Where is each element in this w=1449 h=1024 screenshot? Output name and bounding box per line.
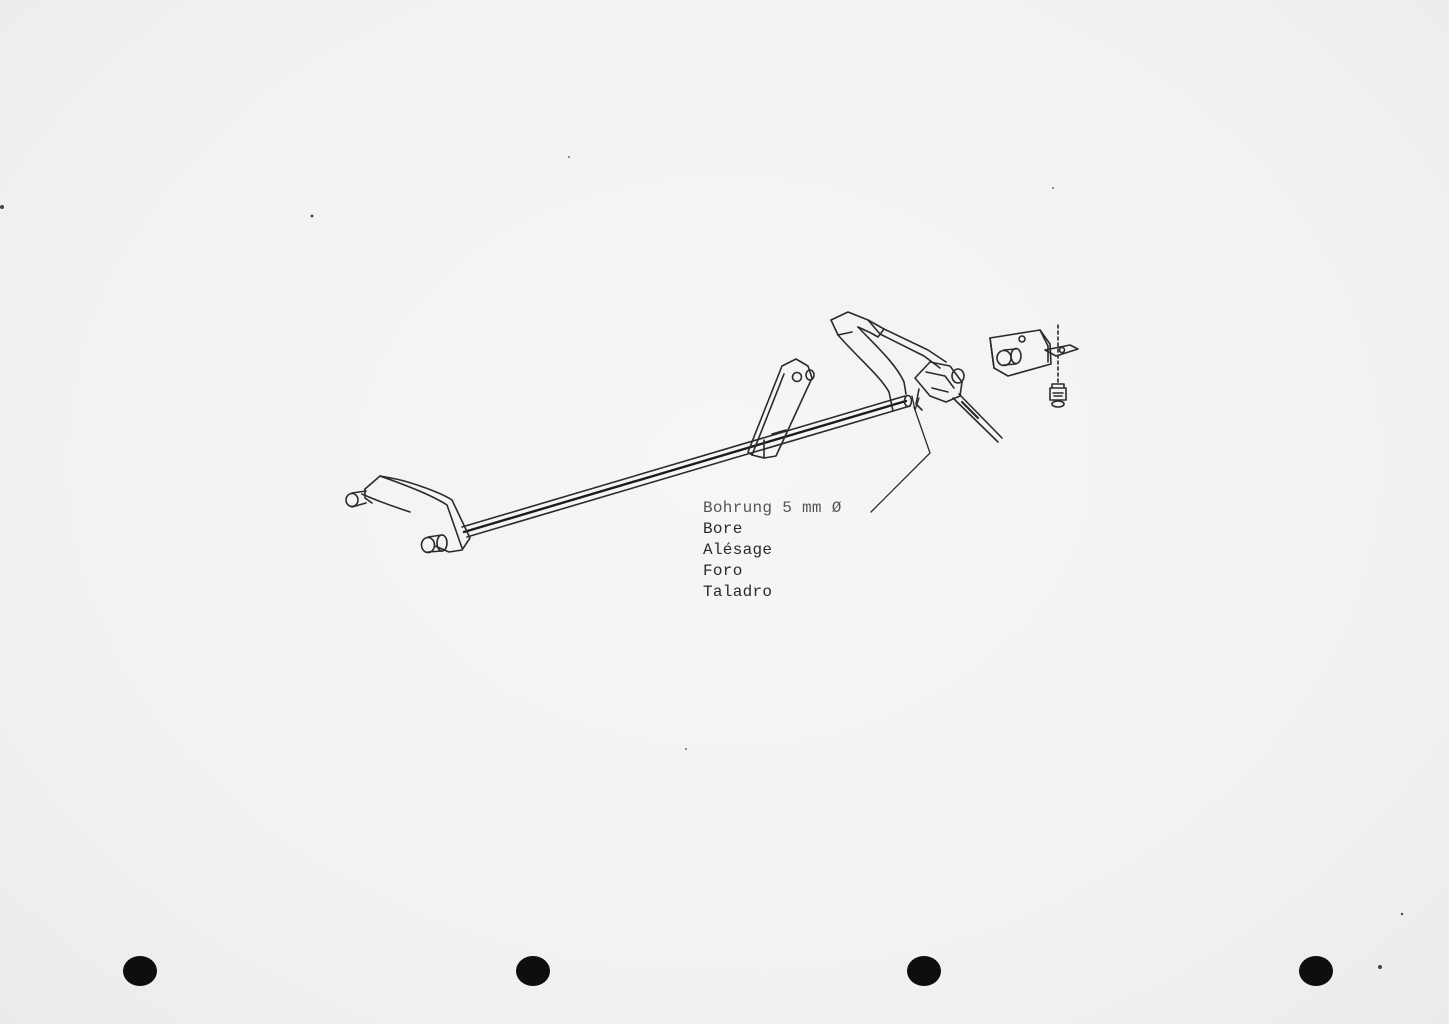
bore-leader-line — [870, 395, 931, 513]
paper-specks — [0, 156, 1404, 969]
left-crank-arm — [345, 475, 471, 554]
right-bent-arm — [830, 311, 947, 412]
bore-label: Bohrung 5 mm Ø Bore Alésage Foro Taladro — [703, 498, 842, 603]
punch-hole — [516, 956, 550, 986]
bore-label-french: Alésage — [703, 541, 773, 559]
bore-label-spanish: Taladro — [703, 583, 773, 601]
bore-label-italian: Foro — [703, 562, 743, 580]
middle-lever — [747, 358, 815, 459]
punch-hole — [1299, 956, 1333, 986]
main-shaft — [461, 394, 913, 538]
bore-label-english: Bore — [703, 520, 743, 538]
punch-hole — [123, 956, 157, 986]
clevis-fitting — [914, 361, 1003, 443]
bracket-bolt — [1049, 324, 1067, 408]
bore-label-german: Bohrung 5 mm Ø — [703, 499, 842, 517]
mounting-bracket — [989, 329, 1079, 377]
punch-hole — [907, 956, 941, 986]
